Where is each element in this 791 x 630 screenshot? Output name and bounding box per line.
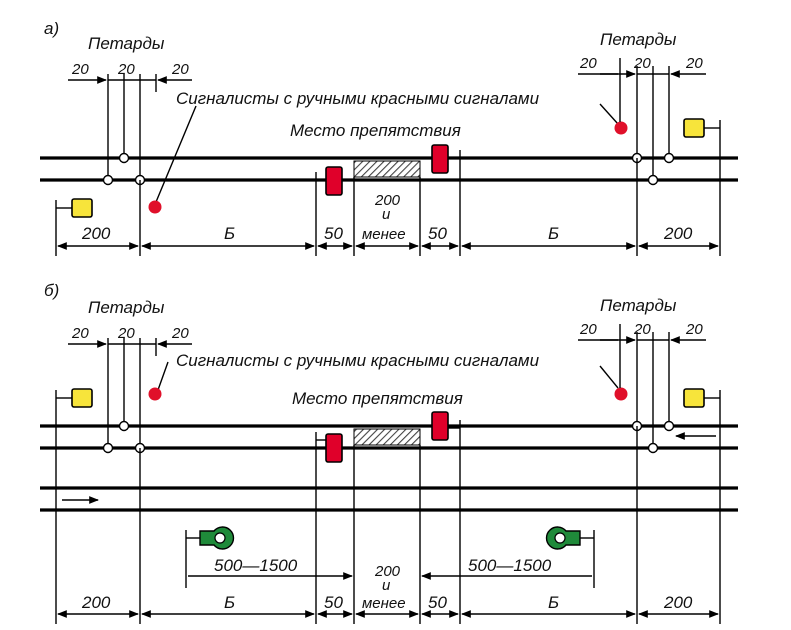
dim-b-right: Б: [548, 593, 559, 612]
dim-50-right: 50: [428, 224, 447, 243]
obstacle-label: Место препятствия: [290, 121, 461, 140]
dim-20: 20: [171, 325, 189, 342]
warning-signal-left: [71, 388, 93, 408]
dim-50-right: 50: [428, 593, 447, 612]
panel-a-label: а): [44, 19, 59, 38]
handheld-signal-left: [148, 200, 162, 214]
warning-signal-right: [683, 118, 705, 138]
dim-less: менее: [362, 595, 406, 612]
dim-b-left: Б: [224, 224, 235, 243]
petard: [647, 174, 659, 186]
panel-a: а) Петарды 20 20 20 Сигналисты с ручными…: [40, 19, 738, 256]
petard: [102, 442, 114, 454]
petards-right-label: Петарды: [600, 30, 677, 49]
range-right-label: 500—1500: [468, 556, 552, 575]
dim-20: 20: [633, 55, 651, 72]
dim-200-right: 200: [663, 224, 693, 243]
petard: [118, 420, 130, 432]
dim-20: 20: [117, 325, 135, 342]
signalmen-label: Сигналисты с ручными красными сигналами: [176, 351, 540, 370]
dim-50-left: 50: [324, 224, 343, 243]
dim-20: 20: [685, 321, 703, 338]
petard: [663, 420, 675, 432]
warning-signal-right: [683, 388, 705, 408]
leader-line: [599, 103, 619, 125]
panel-b: б) Петарды 20 20 20 Сигналисты с ручными…: [40, 281, 738, 624]
green-signal-lens: [554, 532, 566, 544]
dim-and: и: [382, 577, 391, 594]
dim-20: 20: [171, 61, 189, 78]
stop-signal-left: [325, 433, 343, 463]
stop-signal-right: [431, 411, 449, 441]
dim-b-left: Б: [224, 593, 235, 612]
petard: [118, 152, 130, 164]
dim-20: 20: [71, 61, 89, 78]
handheld-signal-right: [614, 121, 628, 135]
dim-20: 20: [685, 55, 703, 72]
dim-200-mid: 200: [374, 563, 401, 580]
panel-b-label: б): [44, 281, 59, 300]
dim-20: 20: [633, 321, 651, 338]
green-signal-lens: [214, 532, 226, 544]
petards-left-label: Петарды: [88, 34, 165, 53]
dim-200-left: 200: [81, 593, 111, 612]
range-left-label: 500—1500: [214, 556, 298, 575]
obstacle-area: [353, 160, 421, 178]
dim-20: 20: [579, 55, 597, 72]
leader-line: [157, 361, 169, 391]
petard: [663, 152, 675, 164]
dim-50-left: 50: [324, 593, 343, 612]
leader-line: [155, 105, 197, 203]
dim-20: 20: [117, 61, 135, 78]
stop-signal-right: [431, 144, 449, 174]
obstacle-area: [353, 428, 421, 446]
stop-signal-left: [325, 166, 343, 196]
signalmen-label: Сигналисты с ручными красными сигналами: [176, 89, 540, 108]
dim-20: 20: [579, 321, 597, 338]
dim-20: 20: [71, 325, 89, 342]
leader-line: [599, 365, 619, 389]
petard: [647, 442, 659, 454]
handheld-signal-right: [614, 387, 628, 401]
handheld-signal-left: [148, 387, 162, 401]
dim-and: и: [382, 206, 391, 223]
warning-signal-left: [71, 198, 93, 218]
dim-200-left: 200: [81, 224, 111, 243]
petard: [102, 174, 114, 186]
dim-200-right: 200: [663, 593, 693, 612]
dim-less: менее: [362, 226, 406, 243]
dim-b-right: Б: [548, 224, 559, 243]
dim-200-mid: 200: [374, 192, 401, 209]
petards-left-label: Петарды: [88, 298, 165, 317]
obstacle-label: Место препятствия: [292, 389, 463, 408]
petards-right-label: Петарды: [600, 296, 677, 315]
